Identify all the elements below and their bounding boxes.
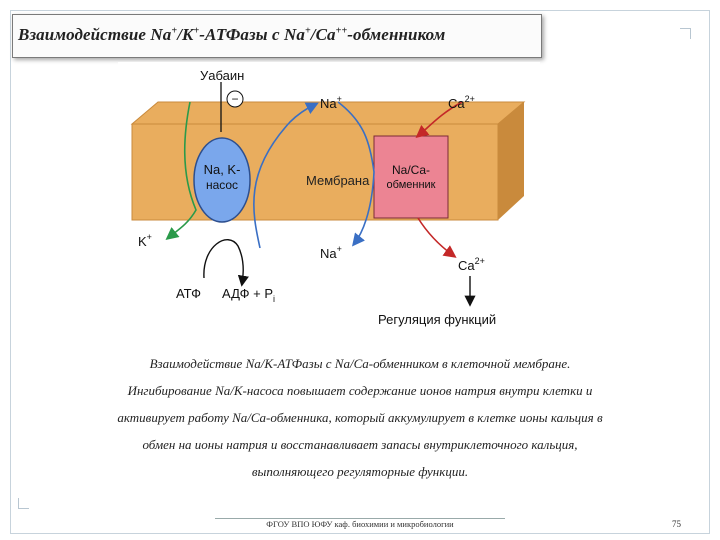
regulation-label: Регуляция функций <box>378 312 496 327</box>
footer-divider <box>215 518 505 519</box>
ca-bottom-arrow <box>417 217 457 258</box>
pump-label-line1: Na, K- <box>204 162 241 177</box>
ca-bottom-label: Ca2+ <box>458 256 485 273</box>
na-k-pump <box>193 137 251 223</box>
footer-text: ФГОУ ВПО ЮФУ каф. биохимии и микробиолог… <box>266 519 454 529</box>
caption-line: выполняющего регуляторные функции. <box>251 464 469 479</box>
na-bottom-label: Na+ <box>320 244 342 261</box>
figure-caption: Взаимодействие Na/K-АТФазы с Na/Ca-обмен… <box>70 350 650 485</box>
atp-hydrolysis-arrow <box>203 239 249 287</box>
caption-line: активирует работу Na/Ca-обменника, котор… <box>117 410 603 425</box>
inhibition-circle <box>226 90 244 108</box>
atp-label: АТФ <box>176 286 201 301</box>
diagram-svg: Мембрана Na, K- насос Na/Ca- обменник Уа… <box>118 62 540 336</box>
k-label: K+ <box>138 232 152 249</box>
ouabain-label: Уабаин <box>200 68 244 83</box>
caption-line: Взаимодействие Na/K-АТФазы с Na/Ca-обмен… <box>149 356 571 371</box>
adp-label: АДФ + Pi <box>222 286 275 304</box>
membrane-diagram: Мембрана Na, K- насос Na/Ca- обменник Уа… <box>118 62 540 336</box>
na-efflux-arrow <box>253 102 319 249</box>
pump-label-line2: насос <box>206 178 238 192</box>
na-influx-exchanger-arrow <box>337 101 375 247</box>
membrane-side-face <box>498 102 524 220</box>
exchanger-label-line1: Na/Ca- <box>392 163 430 177</box>
na-ca-exchanger <box>373 135 449 219</box>
corner-decoration <box>18 498 29 509</box>
title-box <box>12 14 542 58</box>
caption-line: обмен на ионы натрия и восстанавливает з… <box>142 437 578 452</box>
page-number: 75 <box>672 519 681 529</box>
membrane-label: Мембрана <box>306 173 370 188</box>
inhibition-sign: − <box>231 92 238 106</box>
na-top-label: Na+ <box>320 94 342 111</box>
corner-decoration <box>680 28 691 39</box>
caption-line: Ингибирование Na/K-насоса повышает содер… <box>127 383 593 398</box>
k-influx-arrow <box>165 101 197 240</box>
exchanger-label-line2: обменник <box>387 179 436 191</box>
ca-top-label: Ca2+ <box>448 94 475 111</box>
slide-title: Взаимодействие Na+/K+-АТФазы с Na+/Ca++-… <box>18 25 446 44</box>
ca-top-arrow <box>415 101 463 139</box>
